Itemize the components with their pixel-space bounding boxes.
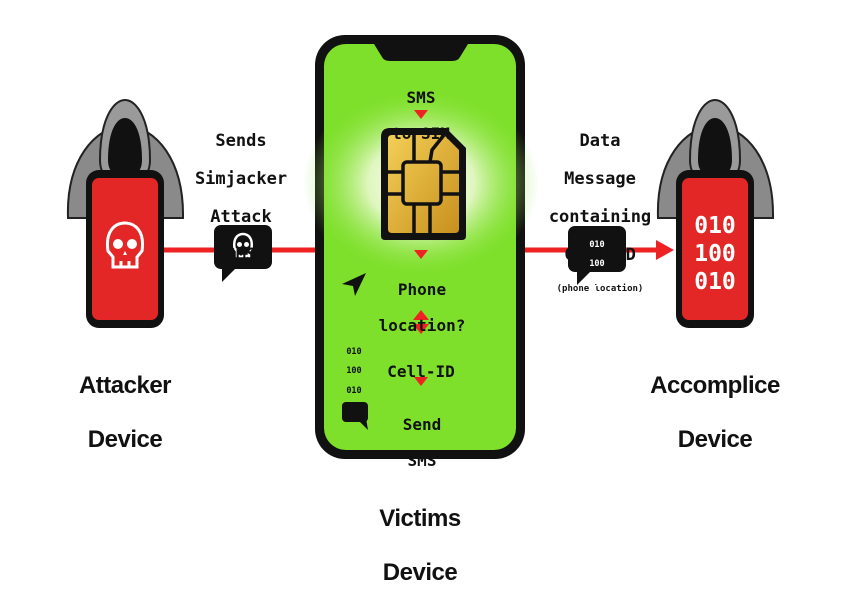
screen-binary-text: 010 100 010 <box>334 338 374 406</box>
victim-phone <box>303 35 539 459</box>
attacker-device-label: Attacker Device <box>60 346 190 480</box>
victims-device-label: Victims Device <box>355 479 485 613</box>
bubble-binary-text: 010 100 010 <box>568 231 626 299</box>
accomplice-phone <box>676 170 754 328</box>
left-annotation: Sends Simjacker Attack SMS <box>176 113 306 284</box>
updown-arrow-up <box>413 310 429 320</box>
send-sms-line1: Send <box>402 414 442 434</box>
sms-to-sim-label: SMS to SIM <box>370 71 472 161</box>
accomplice-device-label: Accomplice Device <box>630 346 800 480</box>
send-sms-line2: SMS <box>407 450 437 470</box>
screen-binary-line3: 010 <box>346 385 362 396</box>
skull-icon <box>105 221 145 269</box>
sms-to-sim-line2: to SIM <box>392 123 450 143</box>
sim-card-icon <box>381 128 466 240</box>
attacker-phone <box>86 170 164 328</box>
right-annotation-line1: Data <box>579 131 621 152</box>
cell-id-label: Cell-ID <box>370 345 472 399</box>
victims-label-line2: Device <box>382 558 458 586</box>
accomplice-label-line1: Accomplice <box>650 371 780 399</box>
accomplice-binary-line1: 010 <box>694 213 736 239</box>
left-annotation-line4: SMS <box>225 245 257 266</box>
accomplice-label-line2: Device <box>677 425 753 453</box>
chat-bubble-icon <box>342 402 368 430</box>
bubble-binary-line3: 010 <box>589 278 605 289</box>
victims-label-line1: Victims <box>379 504 461 532</box>
simjacker-diagram <box>66 35 775 459</box>
bubble-binary-line2: 100 <box>589 259 605 270</box>
right-annotation: Data Message containing Cell-ID (phone l… <box>525 113 675 313</box>
binary-message-bubble <box>568 226 626 285</box>
down-arrow-1 <box>414 110 428 119</box>
skull-message-bubble <box>214 225 272 282</box>
accomplice-binary-line3: 010 <box>694 269 736 296</box>
accomplice-binary-line2: 100 <box>694 241 736 268</box>
attacker-label-line2: Device <box>87 425 163 453</box>
right-annotation-line4: Cell-ID <box>564 245 636 266</box>
phone-location-line1: Phone <box>397 279 447 299</box>
flow-arrowhead-accomplice <box>656 240 674 260</box>
down-arrow-3 <box>414 377 428 386</box>
phone-location-line2: location? <box>378 315 466 335</box>
location-arrow-icon <box>342 273 366 296</box>
down-arrow-2 <box>414 250 428 259</box>
left-annotation-line2: Simjacker <box>194 169 288 190</box>
left-annotation-line1: Sends <box>215 131 267 152</box>
phone-location-label: Phone location? <box>362 263 482 353</box>
right-annotation-line2: Message <box>564 169 636 190</box>
right-annotation-line3: containing <box>548 207 652 228</box>
cell-id-text: Cell-ID <box>387 361 455 381</box>
screen-binary-line2: 100 <box>346 366 362 377</box>
sms-to-sim-line1: SMS <box>406 87 436 107</box>
updown-arrow-down <box>413 324 429 334</box>
accomplice-screen-binary: 010 100 010 <box>682 212 748 296</box>
right-annotation-note: (phone location) <box>556 284 644 295</box>
screen-binary-line1: 010 <box>346 346 362 357</box>
send-sms-label: Send SMS <box>380 398 464 488</box>
bubble-skull-icon <box>232 232 254 258</box>
bubble-binary-line1: 010 <box>589 239 605 250</box>
attacker-label-line1: Attacker <box>78 371 172 399</box>
left-annotation-line3: Attack <box>210 207 272 228</box>
